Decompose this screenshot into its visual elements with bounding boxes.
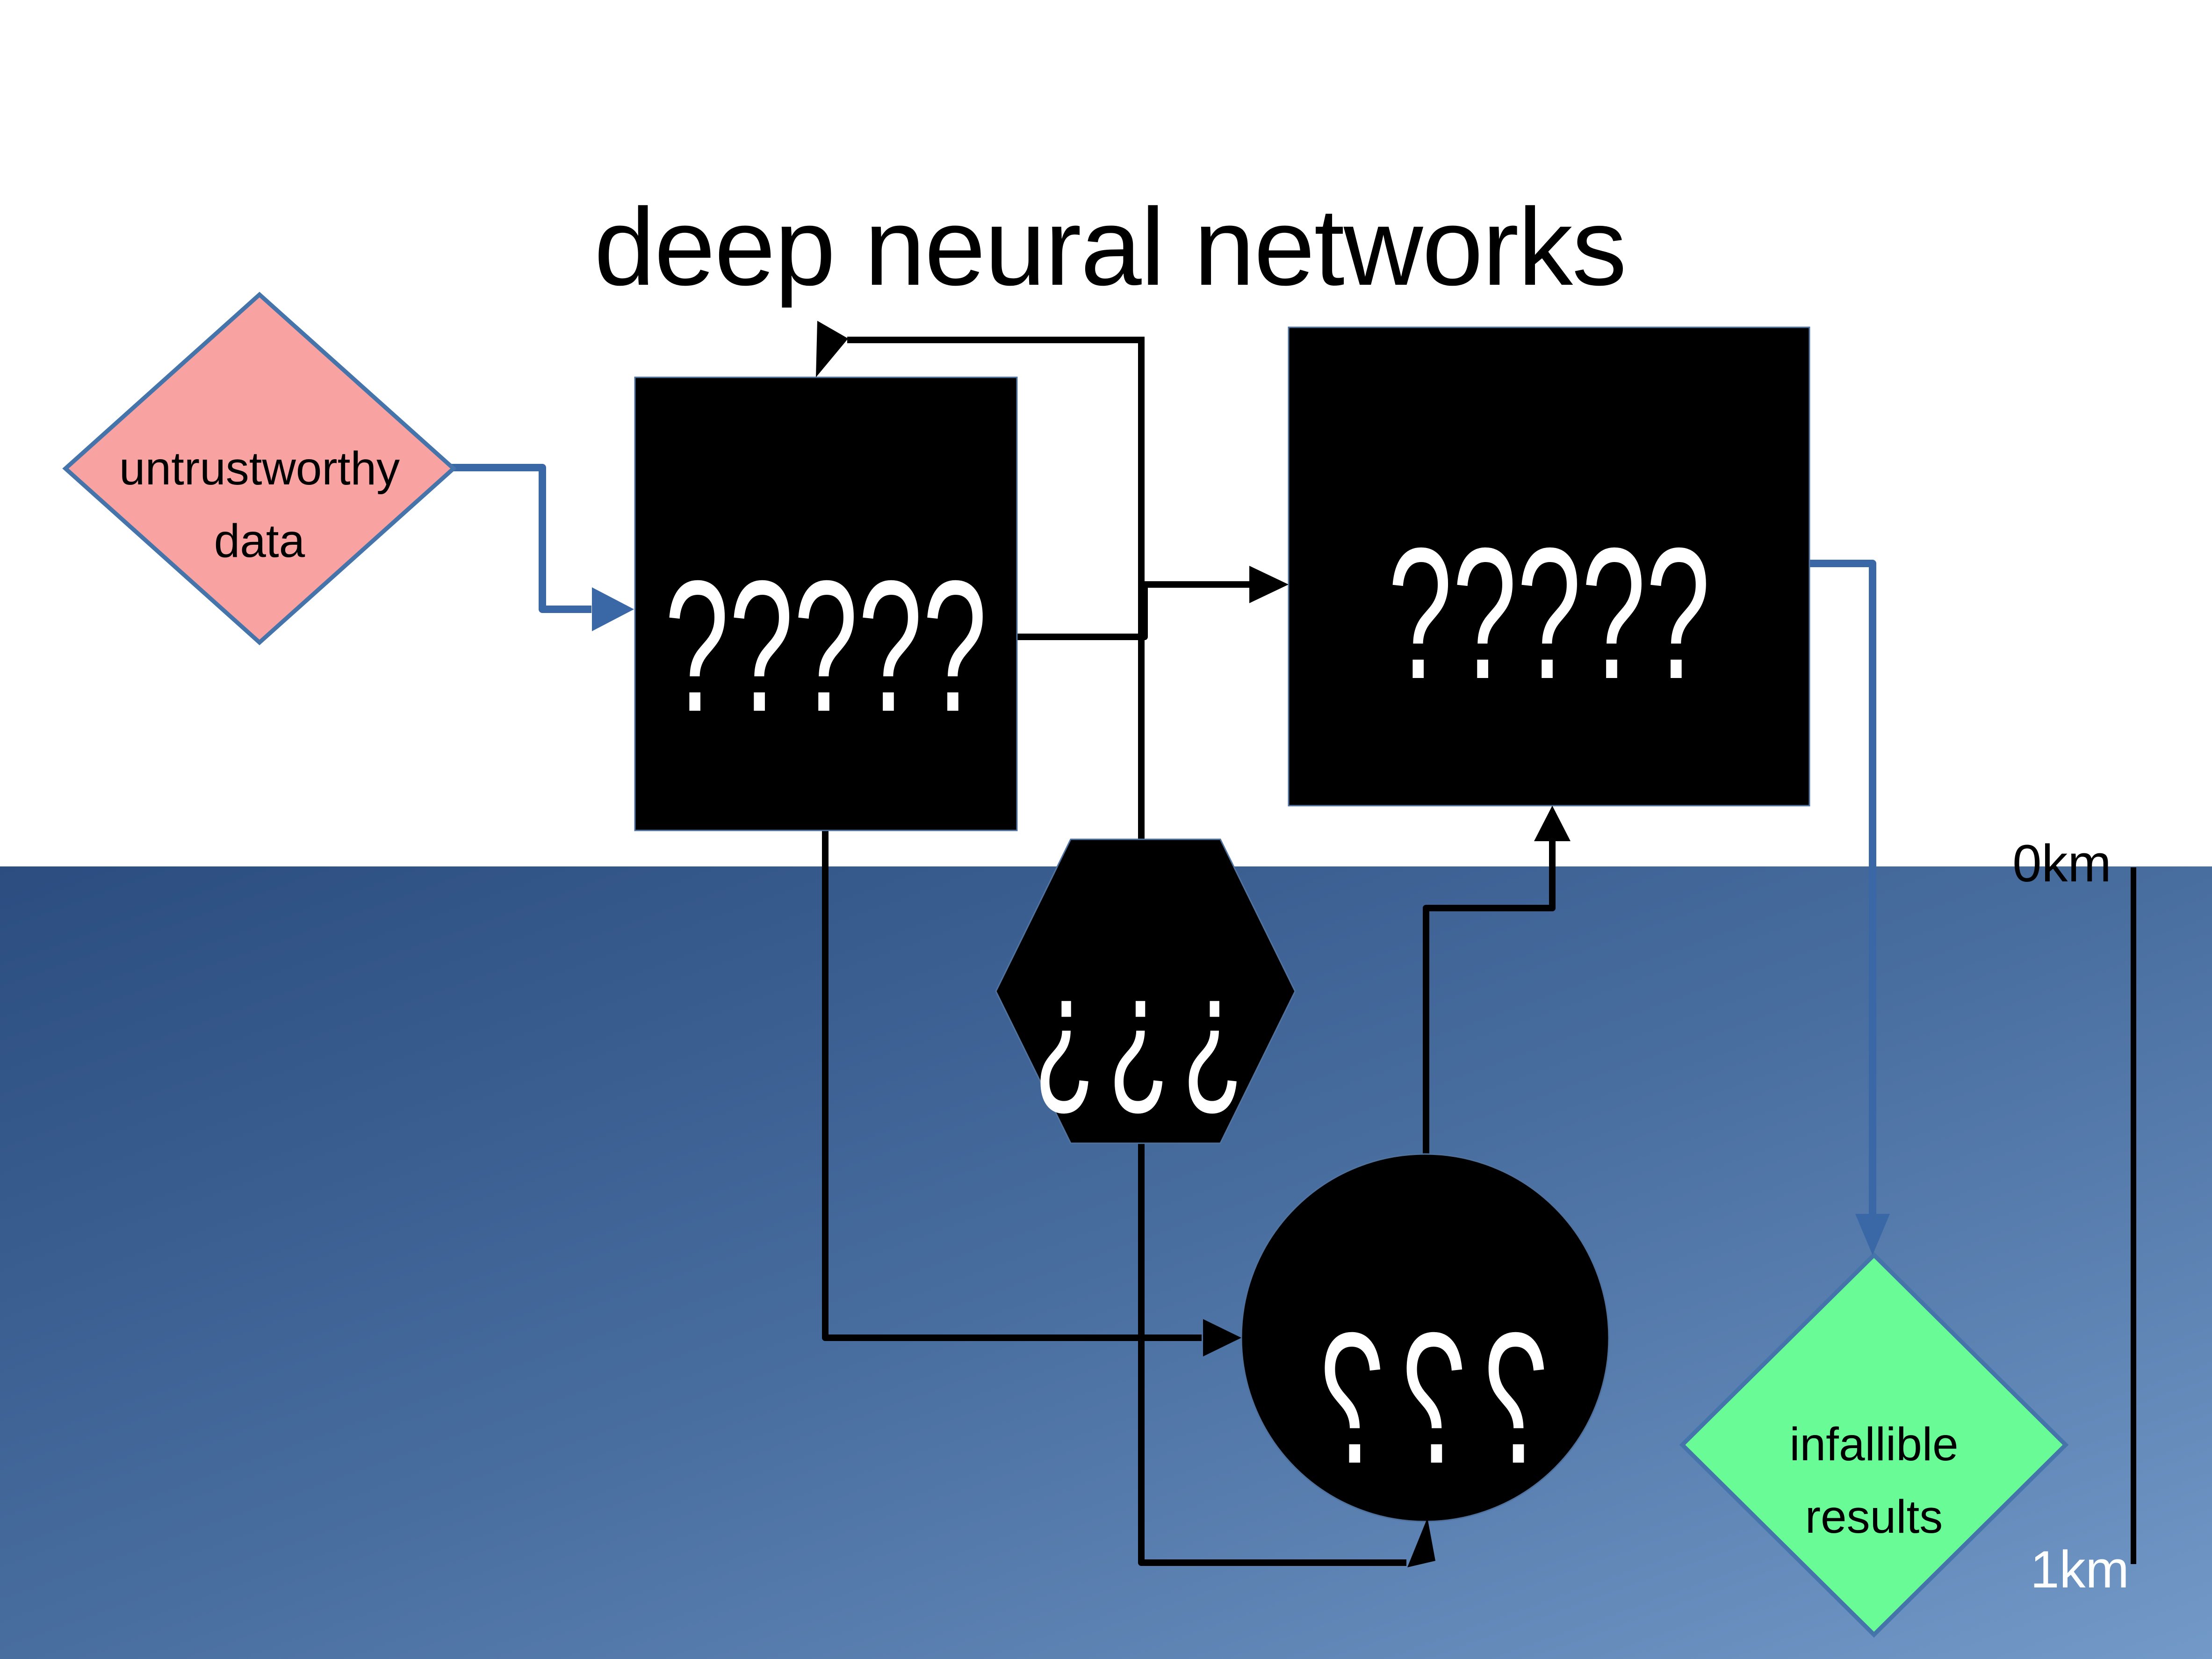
connector-hexagon-to-circle xyxy=(1138,1143,1406,1566)
hexagon-node xyxy=(995,838,1296,1144)
arrowhead-into-circle-bottom xyxy=(1407,1518,1435,1567)
arrowhead-into-stage1-left xyxy=(592,587,634,631)
stage1-box xyxy=(634,376,1018,831)
input-label-line2: data xyxy=(214,515,305,567)
output-label-line2: results xyxy=(1805,1491,1943,1543)
arrowhead-into-stage2-bottom xyxy=(1534,806,1571,841)
arrowhead-into-stage2-left xyxy=(1249,566,1289,603)
hexagon-glyphs-container: ¿¿¿ xyxy=(996,940,1295,1122)
stage2-glyphs-container: ????? xyxy=(1289,506,1809,721)
circle-glyphs-container: ??? xyxy=(1241,1291,1611,1506)
connector-stage1-to-circle xyxy=(822,830,1202,1341)
hexagon-inverted-question-marks: ¿¿¿ xyxy=(1034,941,1257,1121)
input-diamond-label: untrustworthy data xyxy=(96,433,423,577)
output-diamond-label: infallible results xyxy=(1710,1408,2038,1553)
connector-hexagon-to-stage1-feedback xyxy=(847,337,1145,839)
input-diamond xyxy=(62,291,457,646)
arrowhead-into-output-diamond xyxy=(1855,1214,1890,1255)
circle-mirrored-question-marks: ??? xyxy=(1303,1293,1549,1502)
diagram-title: deep neural networks xyxy=(594,185,1627,308)
output-diamond xyxy=(1679,1252,2069,1638)
stage1-question-marks: ????? xyxy=(664,541,987,750)
stage2-question-marks: ????? xyxy=(1388,509,1710,718)
connector-stage1-to-stage2 xyxy=(1017,581,1256,640)
connector-stage2-to-output xyxy=(1809,560,1876,1215)
connector-input-to-stage1 xyxy=(449,464,591,613)
stage1-glyphs-container: ????? xyxy=(635,539,1017,754)
arrowhead-into-circle-left xyxy=(1203,1319,1241,1356)
depth-label-0km: 0km xyxy=(2012,834,2111,893)
output-label-line1: infallible xyxy=(1789,1418,1959,1471)
stage2-box xyxy=(1288,326,1810,807)
input-label-line1: untrustworthy xyxy=(119,442,400,495)
depth-label-1km: 1km xyxy=(2030,1540,2129,1599)
arrowhead-into-stage1-top xyxy=(816,321,848,377)
connector-circle-to-stage2 xyxy=(1423,839,1556,1154)
